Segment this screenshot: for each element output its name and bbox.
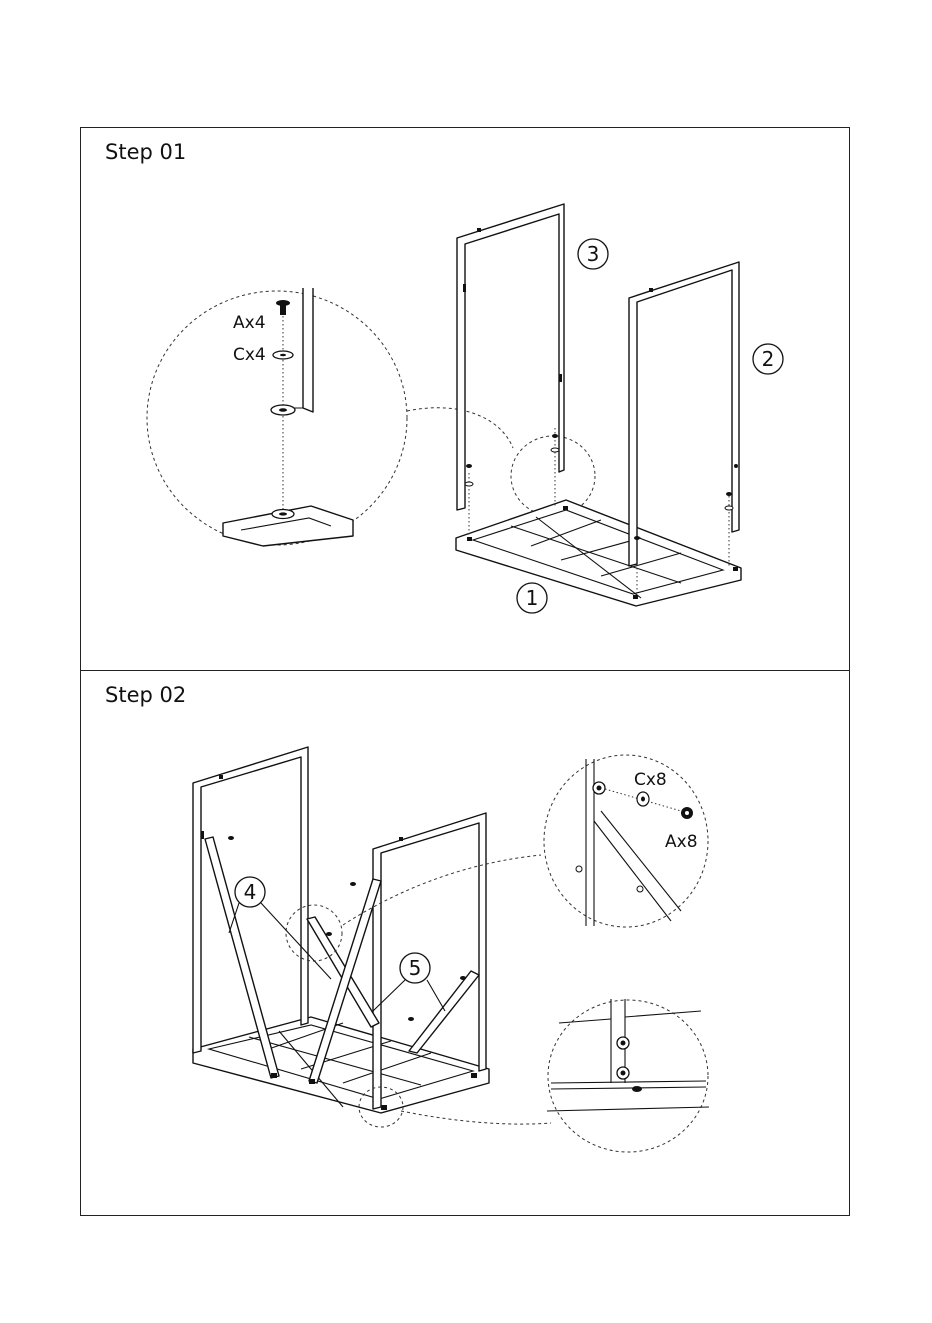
svg-text:2: 2 [762,347,775,371]
callout-part-5: 5 [373,953,445,1011]
svg-text:1: 1 [526,586,539,610]
step-02-illustration: Cx8 Ax8 4 [81,671,851,1217]
assembled-base-frame [193,1017,489,1113]
hardware-label-cx8: Cx8 [634,770,667,790]
bolt-icon [681,807,693,819]
callout-part-3: 3 [578,239,608,269]
brace-part-5 [409,971,479,1053]
hardware-label-ax4: Ax4 [233,313,266,333]
callout-part-2: 2 [753,344,783,374]
step-02-detail-bubble-bottom [547,999,709,1152]
svg-text:4: 4 [244,880,257,904]
washer-icon [273,351,293,359]
base-frame-part-1 [456,500,741,606]
bolt-icon [228,836,466,1021]
washer-icon [637,792,649,806]
step-02-panel: Step 02 [80,670,850,1216]
side-frame-part-2 [629,262,739,566]
bolt-icon [276,300,290,315]
svg-text:5: 5 [409,956,422,980]
step-01-panel: Step 01 [80,127,850,672]
svg-text:3: 3 [587,242,600,266]
callout-part-1: 1 [517,583,547,613]
hardware-label-ax8: Ax8 [665,832,698,852]
step-01-illustration: Ax4 Cx4 [81,128,851,673]
hardware-label-cx4: Cx4 [233,345,266,365]
side-frame-part-3 [457,204,564,510]
